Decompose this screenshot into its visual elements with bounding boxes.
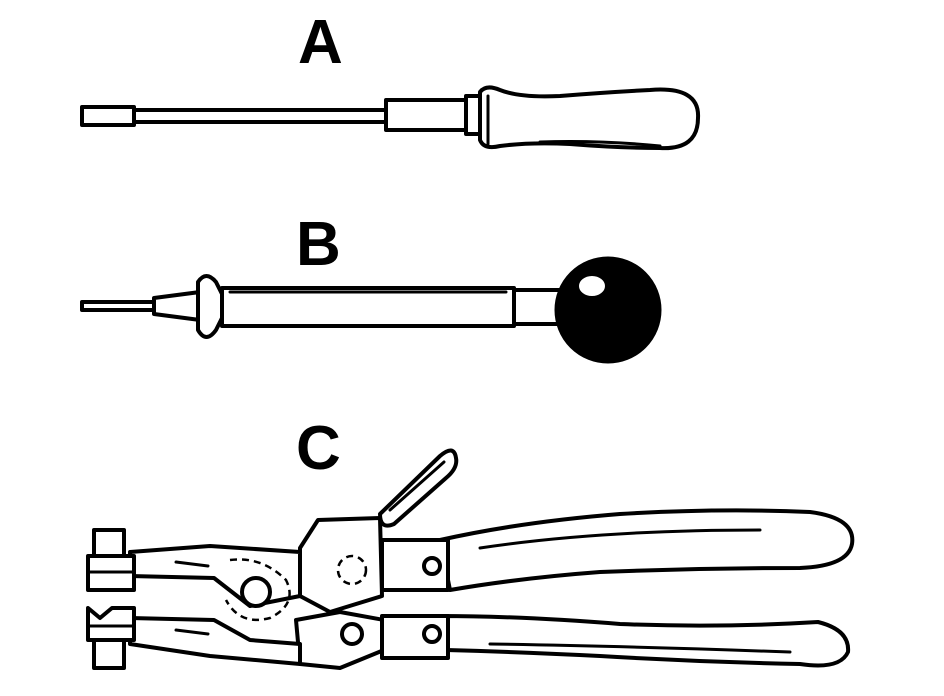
screwdriver-icon <box>80 85 701 151</box>
pliers-pivot-lower <box>340 622 364 646</box>
driver-ball-highlight <box>577 274 607 298</box>
pliers-lower-handle <box>438 614 851 668</box>
pliers-pivot-plate-upper <box>298 516 384 614</box>
driver-guard <box>196 274 224 339</box>
label-c: C <box>296 414 341 483</box>
pliers-jaw-detail-lower <box>174 628 210 636</box>
screwdriver-shaft <box>132 108 388 124</box>
pliers-pivot-hidden <box>336 554 368 586</box>
pliers-lock-rod-line <box>388 460 446 512</box>
pliers-lower-handle-highlight <box>488 642 792 654</box>
pliers-lower-jaw-arm <box>128 616 302 666</box>
pliers-upper-handle <box>438 508 855 592</box>
pliers-upper-jaw-arm <box>128 544 302 608</box>
hose-clamp-pliers-icon <box>86 448 855 670</box>
ball-handle-driver-icon <box>80 256 662 364</box>
pliers-lower-tip <box>86 606 136 642</box>
label-a: A <box>298 8 343 77</box>
label-b: B <box>296 210 341 279</box>
driver-pin <box>80 300 156 312</box>
pliers-jaw-detail-upper <box>174 560 210 568</box>
pliers-linkage-pin <box>240 576 272 608</box>
screwdriver-handle <box>478 85 701 151</box>
screwdriver-ferrule <box>384 98 468 132</box>
pliers-pivot-plate-lower <box>294 610 386 670</box>
pliers-upper-tip-cap <box>92 528 126 558</box>
screwdriver-tip <box>80 105 136 127</box>
pliers-lower-tip-cap <box>92 638 126 670</box>
pliers-upper-handle-highlight <box>478 528 762 550</box>
screwdriver-handle-highlight <box>538 140 662 148</box>
pliers-rivet-lower <box>422 624 442 644</box>
driver-tube <box>220 286 516 328</box>
pliers-linkage-hidden <box>224 558 291 622</box>
screwdriver-collar <box>464 94 482 136</box>
driver-taper <box>152 290 202 322</box>
driver-ball-knob <box>554 256 662 364</box>
pliers-rivet-upper <box>422 556 442 576</box>
